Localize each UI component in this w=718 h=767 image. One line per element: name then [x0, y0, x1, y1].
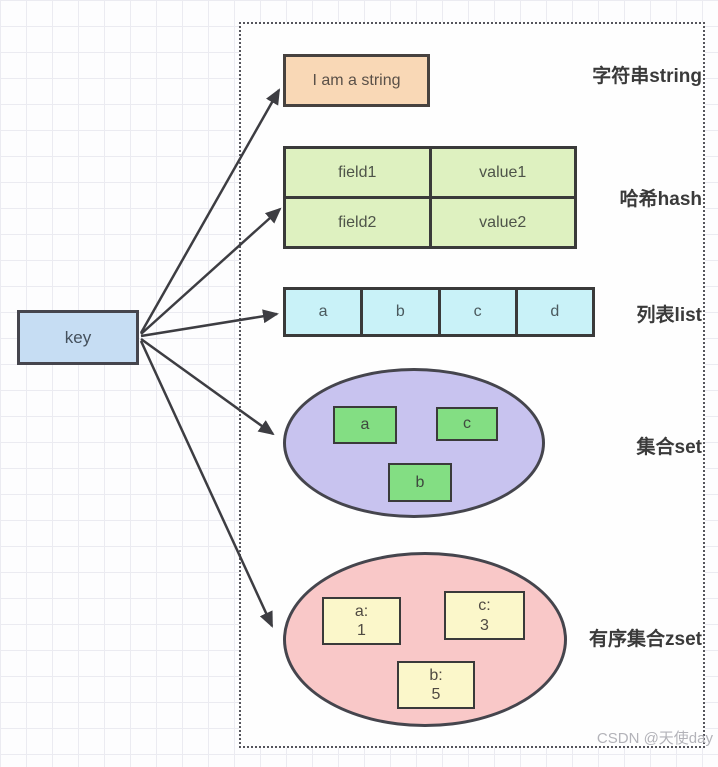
list-type-label: 列表list — [636, 305, 702, 326]
hash-value2-cell[interactable]: value2 — [431, 199, 574, 246]
zset-member-c: c: — [478, 597, 491, 615]
hash-value1-cell[interactable]: value1 — [431, 149, 574, 196]
set-item-a[interactable]: a — [333, 406, 397, 444]
zset-item-a[interactable]: a: 1 — [322, 597, 401, 645]
set-item-b[interactable]: b — [388, 463, 452, 502]
list-cell-d[interactable]: d — [517, 290, 592, 334]
string-type-label: 字符串string — [592, 66, 702, 87]
hash-field1-cell[interactable]: field1 — [286, 149, 429, 196]
zset-member-a: a: — [354, 602, 369, 620]
hash-field2-cell[interactable]: field2 — [286, 199, 429, 246]
hash-type-label: 哈希hash — [619, 189, 702, 210]
zset-score-a: 1 — [357, 622, 366, 639]
list-cell-c[interactable]: c — [440, 290, 515, 334]
set-type-label: 集合set — [636, 437, 702, 458]
key-node[interactable]: key — [17, 310, 139, 365]
zset-item-b[interactable]: b: 5 — [397, 661, 475, 709]
list-cell-a[interactable]: a — [286, 290, 361, 334]
zset-type-label: 有序集合zset — [589, 629, 702, 650]
csdn-watermark: CSDN @天使day — [596, 730, 713, 747]
zset-score-c: 3 — [480, 616, 489, 634]
string-value-box[interactable]: I am a string — [283, 54, 430, 107]
zset-score-b: 5 — [431, 686, 441, 703]
hash-table[interactable]: field1 value1 field2 value2 — [283, 146, 577, 249]
set-item-c[interactable]: c — [436, 407, 498, 441]
list-row[interactable]: a b c d — [283, 287, 595, 337]
zset-member-b: b: — [429, 666, 443, 684]
list-cell-b[interactable]: b — [363, 290, 438, 334]
zset-item-c[interactable]: c: 3 — [444, 591, 525, 640]
